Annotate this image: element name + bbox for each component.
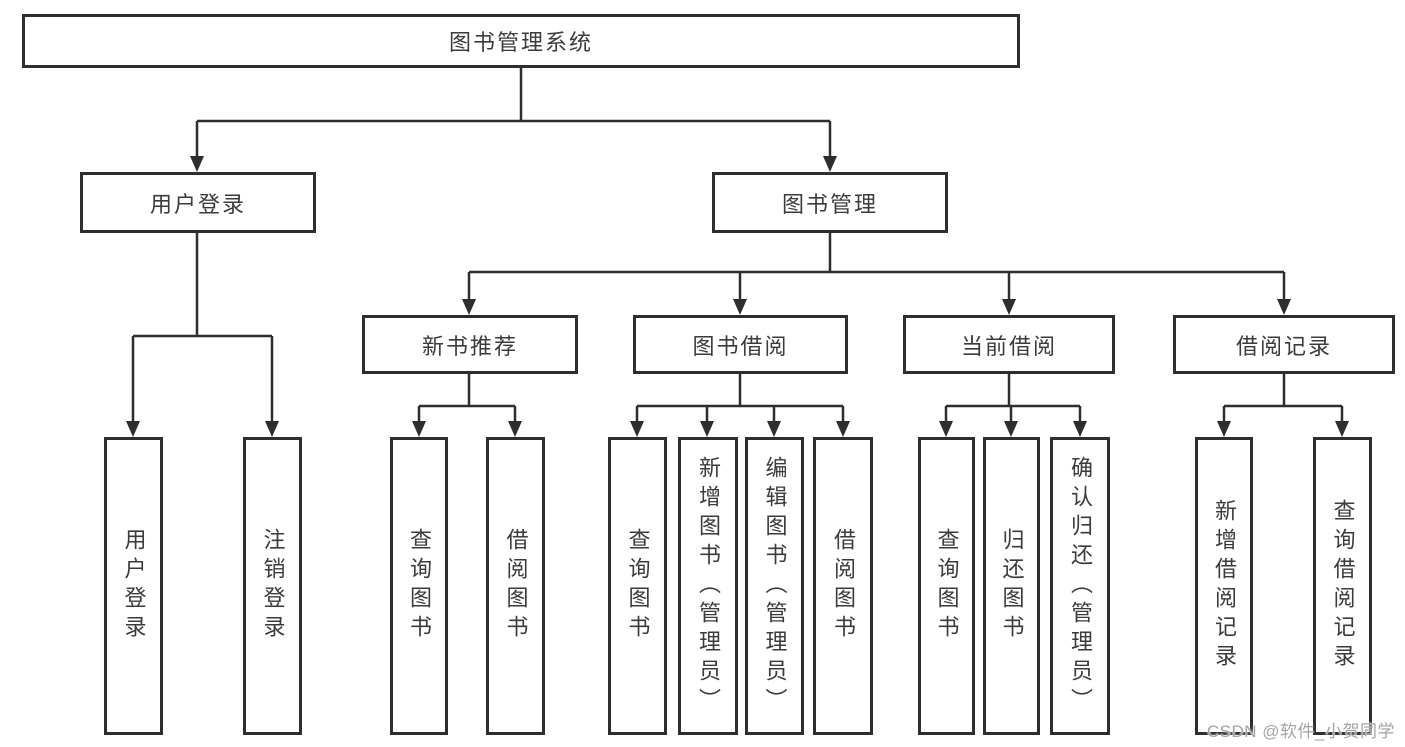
node-label: 查询借阅记录 [1330,499,1356,673]
node-user-login-module: 用户登录 [80,172,316,233]
leaf-logout: 注销登录 [243,437,302,735]
node-book-management-module: 图书管理 [712,172,948,233]
leaf-query-books-recommend: 查询图书 [390,437,448,735]
node-label: 新增图书（管理员） [696,455,721,717]
node-label: 新书推荐 [421,333,518,359]
leaf-query-books-current: 查询图书 [918,437,975,735]
node-label: 图书管理系统 [448,30,593,55]
node-borrow-records: 借阅记录 [1173,315,1395,374]
node-new-book-recommend: 新书推荐 [362,315,578,374]
leaf-add-books-admin: 新增图书（管理员） [678,437,738,735]
leaf-add-borrow-record: 新增借阅记录 [1195,437,1253,735]
leaf-query-books-borrow: 查询图书 [608,437,667,735]
node-book-borrow: 图书借阅 [633,315,848,374]
node-label: 用户登录 [149,191,246,217]
leaf-borrow-books-recommend: 借阅图书 [486,437,545,735]
node-label: 注销登录 [260,528,286,644]
node-label: 借阅图书 [503,528,529,644]
node-label: 查询图书 [625,528,651,644]
node-current-borrow: 当前借阅 [903,315,1115,374]
node-label: 查询图书 [934,528,960,644]
node-label: 确认归还（管理员） [1068,455,1093,717]
node-label: 用户登录 [121,528,147,644]
csdn-watermark: CSDN @软件_小贺同学 [1206,722,1395,741]
leaf-confirm-return-admin: 确认归还（管理员） [1050,437,1110,735]
node-label: 图书借阅 [692,333,789,359]
node-label: 新增借阅记录 [1212,499,1237,673]
node-label: 查询图书 [407,528,432,644]
leaf-edit-books-admin: 编辑图书（管理员） [745,437,804,735]
node-label: 归还图书 [999,528,1025,644]
node-root-library-system: 图书管理系统 [22,14,1020,68]
node-label: 借阅记录 [1235,333,1332,359]
leaf-return-books: 归还图书 [983,437,1040,735]
leaf-borrow-books: 借阅图书 [813,437,873,735]
node-label: 图书管理 [781,191,878,217]
node-label: 编辑图书（管理员） [762,455,788,717]
node-label: 当前借阅 [960,333,1057,359]
node-label: 借阅图书 [831,528,856,644]
leaf-user-login: 用户登录 [104,437,163,735]
leaf-query-borrow-record: 查询借阅记录 [1313,437,1372,735]
